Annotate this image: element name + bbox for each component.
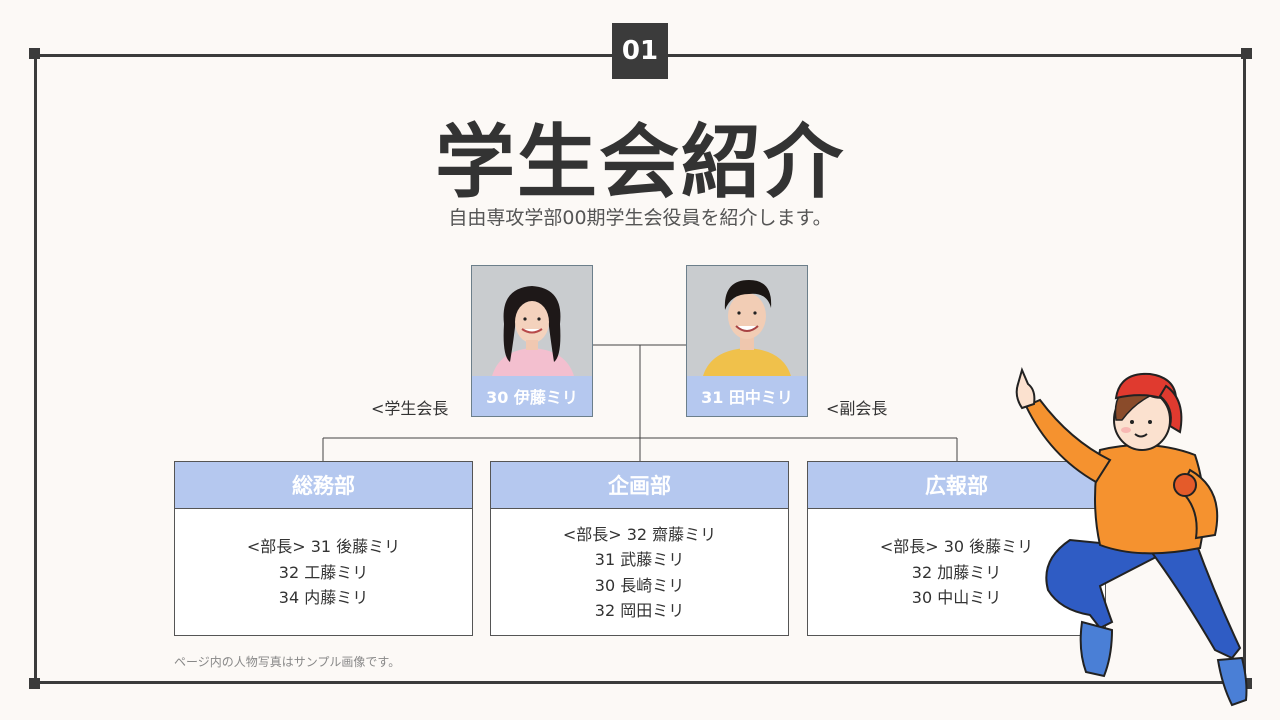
department-member: <部長> 32 齋藤ミリ — [562, 524, 717, 544]
frame-corner-bottom-left — [29, 678, 40, 689]
department-member: 30 長崎ミリ — [594, 575, 685, 595]
vice-president-name: 31 田中ミリ — [687, 376, 807, 416]
department-member: 31 武藤ミリ — [594, 550, 685, 569]
section-number: 01 — [621, 36, 659, 66]
president-name: 30 伊藤ミリ — [472, 376, 592, 416]
frame-corner-top-right — [1241, 48, 1252, 59]
department-card-general-affairs: 総務部 <部長> 31 後藤ミリ 32 工藤ミリ 34 内藤ミリ — [174, 461, 473, 636]
page-subtitle: 自由専攻学部00期学生会役員を紹介します。 — [448, 207, 832, 229]
department-name: 企画部 — [491, 462, 788, 509]
vice-president-photo — [687, 266, 807, 376]
vice-president-role-label: <副会長 — [826, 399, 888, 418]
president-role-label: <学生会長 — [371, 399, 449, 418]
department-name: 総務部 — [175, 462, 472, 509]
department-member: 32 岡田ミリ — [594, 601, 685, 620]
section-number-badge: 01 — [612, 23, 668, 79]
president-photo — [472, 266, 592, 376]
department-member: 32 加藤ミリ — [911, 562, 1002, 582]
department-card-public-relations: 広報部 <部長> 30 後藤ミリ 32 加藤ミリ 30 中山ミリ — [807, 461, 1106, 636]
department-member: 32 工藤ミリ — [278, 562, 369, 582]
leader-card-president: 30 伊藤ミリ — [471, 265, 593, 417]
student-mascot-illustration — [1015, 367, 1248, 707]
department-member: <部長> 30 後藤ミリ — [879, 537, 1034, 557]
department-card-planning: 企画部 <部長> 32 齋藤ミリ 31 武藤ミリ 30 長崎ミリ 32 岡田ミリ — [490, 461, 789, 636]
department-member: 30 中山ミリ — [911, 588, 1002, 608]
department-member: <部長> 31 後藤ミリ — [246, 537, 401, 557]
leader-card-vice-president: 31 田中ミリ — [686, 265, 808, 417]
department-name: 広報部 — [808, 462, 1105, 509]
department-member: 34 内藤ミリ — [278, 588, 369, 608]
frame-corner-top-left — [29, 48, 40, 59]
photo-disclaimer-note: ページ内の人物写真はサンプル画像です。 — [174, 655, 401, 669]
page-title: 学生会紹介 — [435, 116, 845, 209]
